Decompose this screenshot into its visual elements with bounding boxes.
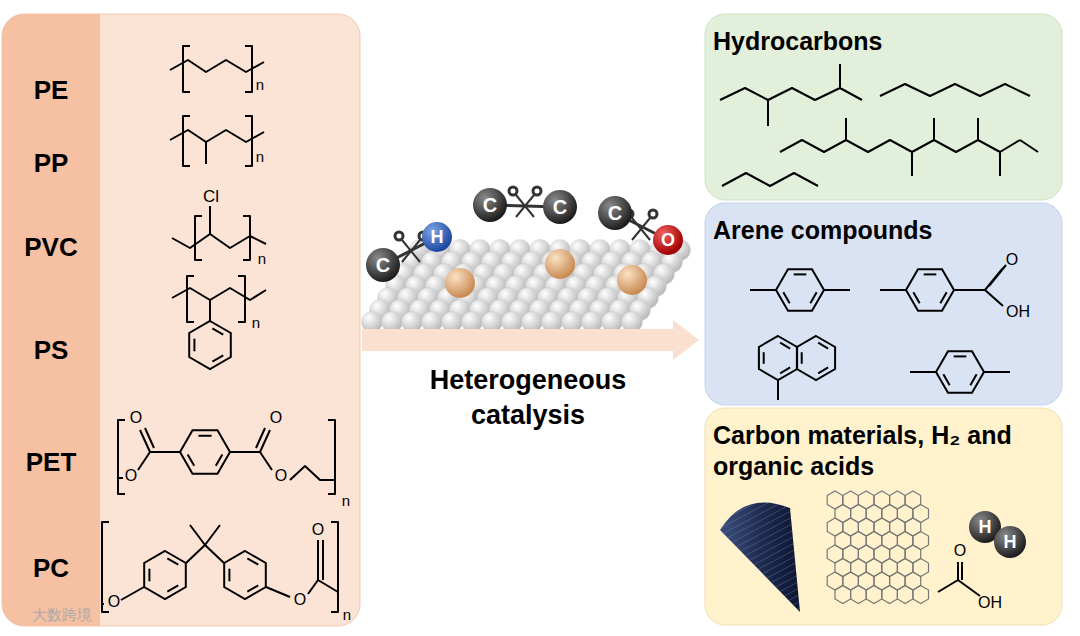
atom-label: O — [1006, 252, 1018, 268]
atom-label: OH — [978, 595, 1002, 611]
product-box: Carbon materials, H₂ and organic acids — [705, 408, 1062, 625]
process-arrow — [362, 320, 699, 360]
polymer-name: PP — [2, 148, 100, 179]
box-ground — [705, 203, 1062, 405]
catalyst-surface — [362, 240, 691, 333]
polymer-structures — [102, 46, 1038, 612]
atom-label: C — [483, 195, 497, 215]
atom-label: O — [108, 594, 120, 610]
atom-label: n — [342, 493, 350, 508]
polymer-name: PVC — [2, 232, 100, 263]
atom-label: O — [125, 468, 137, 484]
arrow-head — [673, 320, 699, 360]
box-heading: Hydrocarbons — [713, 26, 882, 57]
atom-label: H — [1004, 533, 1017, 551]
polymer-name: PS — [2, 335, 100, 366]
polymer-name: PE — [2, 75, 100, 106]
atom-label: O — [130, 410, 142, 426]
hydrogen-atom — [994, 526, 1026, 558]
box-ground — [705, 408, 1062, 625]
atom-label: O — [312, 522, 324, 538]
atom-label: O — [275, 468, 287, 484]
atom-label: C — [553, 197, 567, 217]
box-heading: Carbon materials, H₂ and organic acids — [713, 420, 1013, 483]
atom-label: H — [431, 228, 444, 246]
atom-label: OH — [1006, 304, 1030, 320]
atom-label: O — [270, 410, 282, 426]
bond-cleavage — [383, 187, 668, 265]
polymer-panel: PE PP PVC PS PET PC — [2, 14, 360, 626]
atom-label: n — [343, 607, 351, 622]
adsorbed-atoms — [366, 188, 683, 282]
metal-sites — [445, 249, 647, 298]
polymer-name: PET — [2, 447, 100, 478]
panel-strip — [2, 14, 100, 626]
atom-label: n — [258, 251, 266, 266]
atom-label: O — [294, 592, 306, 608]
atom-label: O — [661, 231, 675, 249]
atom-label: O — [954, 543, 966, 559]
box-ground — [705, 14, 1062, 200]
carbon-nanocone — [720, 502, 800, 612]
graphene-sheet — [827, 491, 928, 604]
product-box: Hydrocarbons — [705, 14, 1062, 200]
atom-label: n — [256, 77, 264, 92]
process-label: Heterogeneous catalysis — [398, 363, 658, 433]
atom-label: C — [608, 203, 622, 223]
carbon-nanocone — [720, 502, 800, 612]
atom-label: Cl — [203, 188, 219, 205]
watermark: 大数跨境 — [32, 607, 92, 622]
panel-ground — [2, 14, 360, 626]
box-heading: Arene compounds — [713, 215, 932, 246]
atom-label: n — [256, 149, 264, 164]
polymer-name: PC — [2, 553, 100, 584]
atom-label: n — [252, 315, 260, 330]
arrow-shaft — [362, 329, 673, 351]
atom-label: C — [376, 255, 390, 275]
atom-label: H — [979, 518, 992, 536]
